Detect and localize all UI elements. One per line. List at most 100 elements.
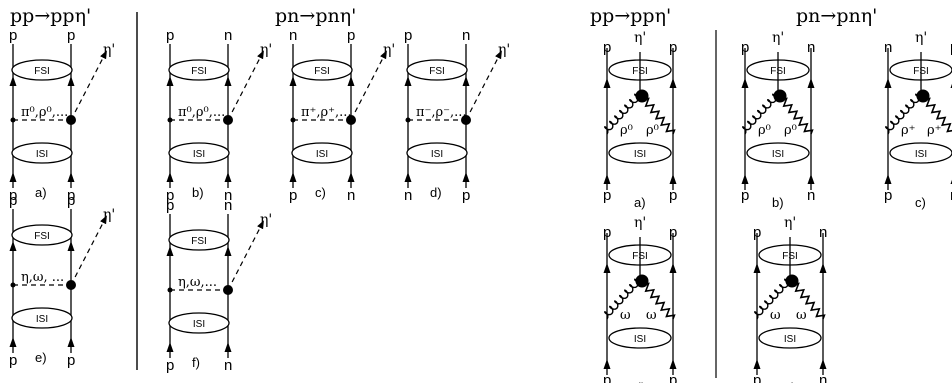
fusion-vertex (785, 274, 799, 288)
isi-blob (746, 142, 810, 164)
vector-meson-label: ω (620, 308, 631, 323)
isi-label: ISI (316, 149, 328, 160)
vector-meson-label: ρ⁺ (901, 123, 916, 138)
arrow-icon (67, 172, 75, 182)
vector-meson-line (639, 95, 676, 135)
fusion-vertex (773, 89, 787, 103)
meson-label: η' (383, 42, 395, 58)
arrow-icon (462, 76, 470, 86)
arrow-icon (753, 359, 761, 369)
nucleon-in-label: p (603, 372, 611, 383)
nucleon-out-label: p (67, 27, 75, 44)
isi-blob (758, 327, 822, 349)
meson-label: η' (103, 42, 115, 58)
arrow-icon (224, 172, 232, 182)
arrow-icon (347, 172, 355, 182)
nucleon-out-label: p (67, 192, 75, 209)
vector-meson-line (639, 280, 676, 320)
isi-label: ISI (634, 334, 646, 345)
arrow-icon (603, 359, 611, 369)
isi-blob (608, 142, 672, 164)
exchange-label: π⁰,ρ⁰,... (178, 105, 225, 120)
arrow-icon (9, 76, 17, 86)
arrow-icon (669, 174, 677, 184)
meson-line (227, 50, 264, 121)
isi-blob (168, 142, 230, 164)
fusion-vertex (635, 274, 649, 288)
arrow-icon (9, 241, 17, 251)
nucleon-in-label: p (884, 187, 892, 204)
meson-label: η' (260, 212, 272, 228)
isi-label: ISI (784, 334, 796, 345)
nucleon-in-label: n (950, 187, 952, 204)
arrow-icon (67, 241, 75, 251)
diagram-caption: a) (35, 185, 47, 200)
nucleon-in-label: n (807, 187, 815, 204)
nucleon-out-label: n (462, 27, 470, 44)
arrow-icon (404, 76, 412, 86)
arrow-icon (669, 78, 677, 88)
vector-meson-label: ρ⁰ (620, 123, 633, 138)
fsi-blob (11, 224, 73, 246)
exchange-label: η,ω, ... (21, 270, 64, 285)
isi-label: ISI (193, 319, 205, 330)
vector-meson-line (884, 93, 924, 135)
arrow-icon (9, 337, 17, 347)
arrow-icon (741, 78, 749, 88)
nucleon-out-label: n (224, 197, 232, 214)
diagram-caption: e) (784, 380, 796, 383)
nucleon-in-label: n (347, 187, 355, 204)
meson-line (227, 220, 264, 291)
arrow-icon (289, 76, 297, 86)
diagram-right-d: η'FSIISIωωppppd) (603, 215, 677, 383)
title-right-pp: pp→ppη' (590, 5, 671, 27)
vector-meson-label: ρ⁺ (927, 123, 942, 138)
nucleon-in-label: p (9, 352, 17, 369)
nucleon-in-label: n (224, 187, 232, 204)
arrow-icon (753, 263, 761, 273)
vertex-dot (167, 287, 173, 293)
vector-meson-label: ρ⁰ (784, 123, 797, 138)
diagram-caption: c) (915, 195, 926, 210)
arrow-icon (166, 342, 174, 352)
isi-label: ISI (772, 149, 784, 160)
isi-label: ISI (634, 149, 646, 160)
nucleon-in-label: p (67, 352, 75, 369)
nucleon-in-label: n (819, 372, 827, 383)
meson-label: η' (260, 42, 272, 58)
nucleon-out-label: p (9, 27, 17, 44)
meson-line (465, 50, 502, 121)
nucleon-in-label: p (9, 187, 17, 204)
diagram-caption: b) (772, 195, 784, 210)
meson-label: η' (498, 42, 510, 58)
isi-label: ISI (36, 314, 48, 325)
nucleon-in-label: p (603, 187, 611, 204)
fsi-blob (168, 59, 230, 81)
fusion-vertex (635, 89, 649, 103)
nucleon-out-label: p (669, 224, 677, 241)
arrow-icon (603, 174, 611, 184)
vector-meson-line (789, 280, 826, 320)
diagram-right-e: η'FSIISIωωpnpne) (753, 215, 827, 383)
vector-meson-line (603, 278, 643, 320)
nucleon-in-label: p (741, 187, 749, 204)
arrow-icon (807, 78, 815, 88)
isi-blob (889, 142, 952, 164)
arrow-icon (819, 263, 827, 273)
arrow-icon (603, 263, 611, 273)
diagram-caption: d) (430, 185, 442, 200)
fsi-blob (11, 59, 73, 81)
exchange-label: π⁰,ρ⁰,... (21, 105, 68, 120)
vector-meson-label: ω (770, 308, 781, 323)
diagram-caption: c) (315, 185, 326, 200)
fsi-label: FSI (429, 66, 445, 77)
arrow-icon (9, 172, 17, 182)
nucleon-out-label: p (603, 39, 611, 56)
meson-label: η' (634, 215, 646, 231)
nucleon-in-label: p (289, 187, 297, 204)
nucleon-in-label: n (404, 187, 412, 204)
